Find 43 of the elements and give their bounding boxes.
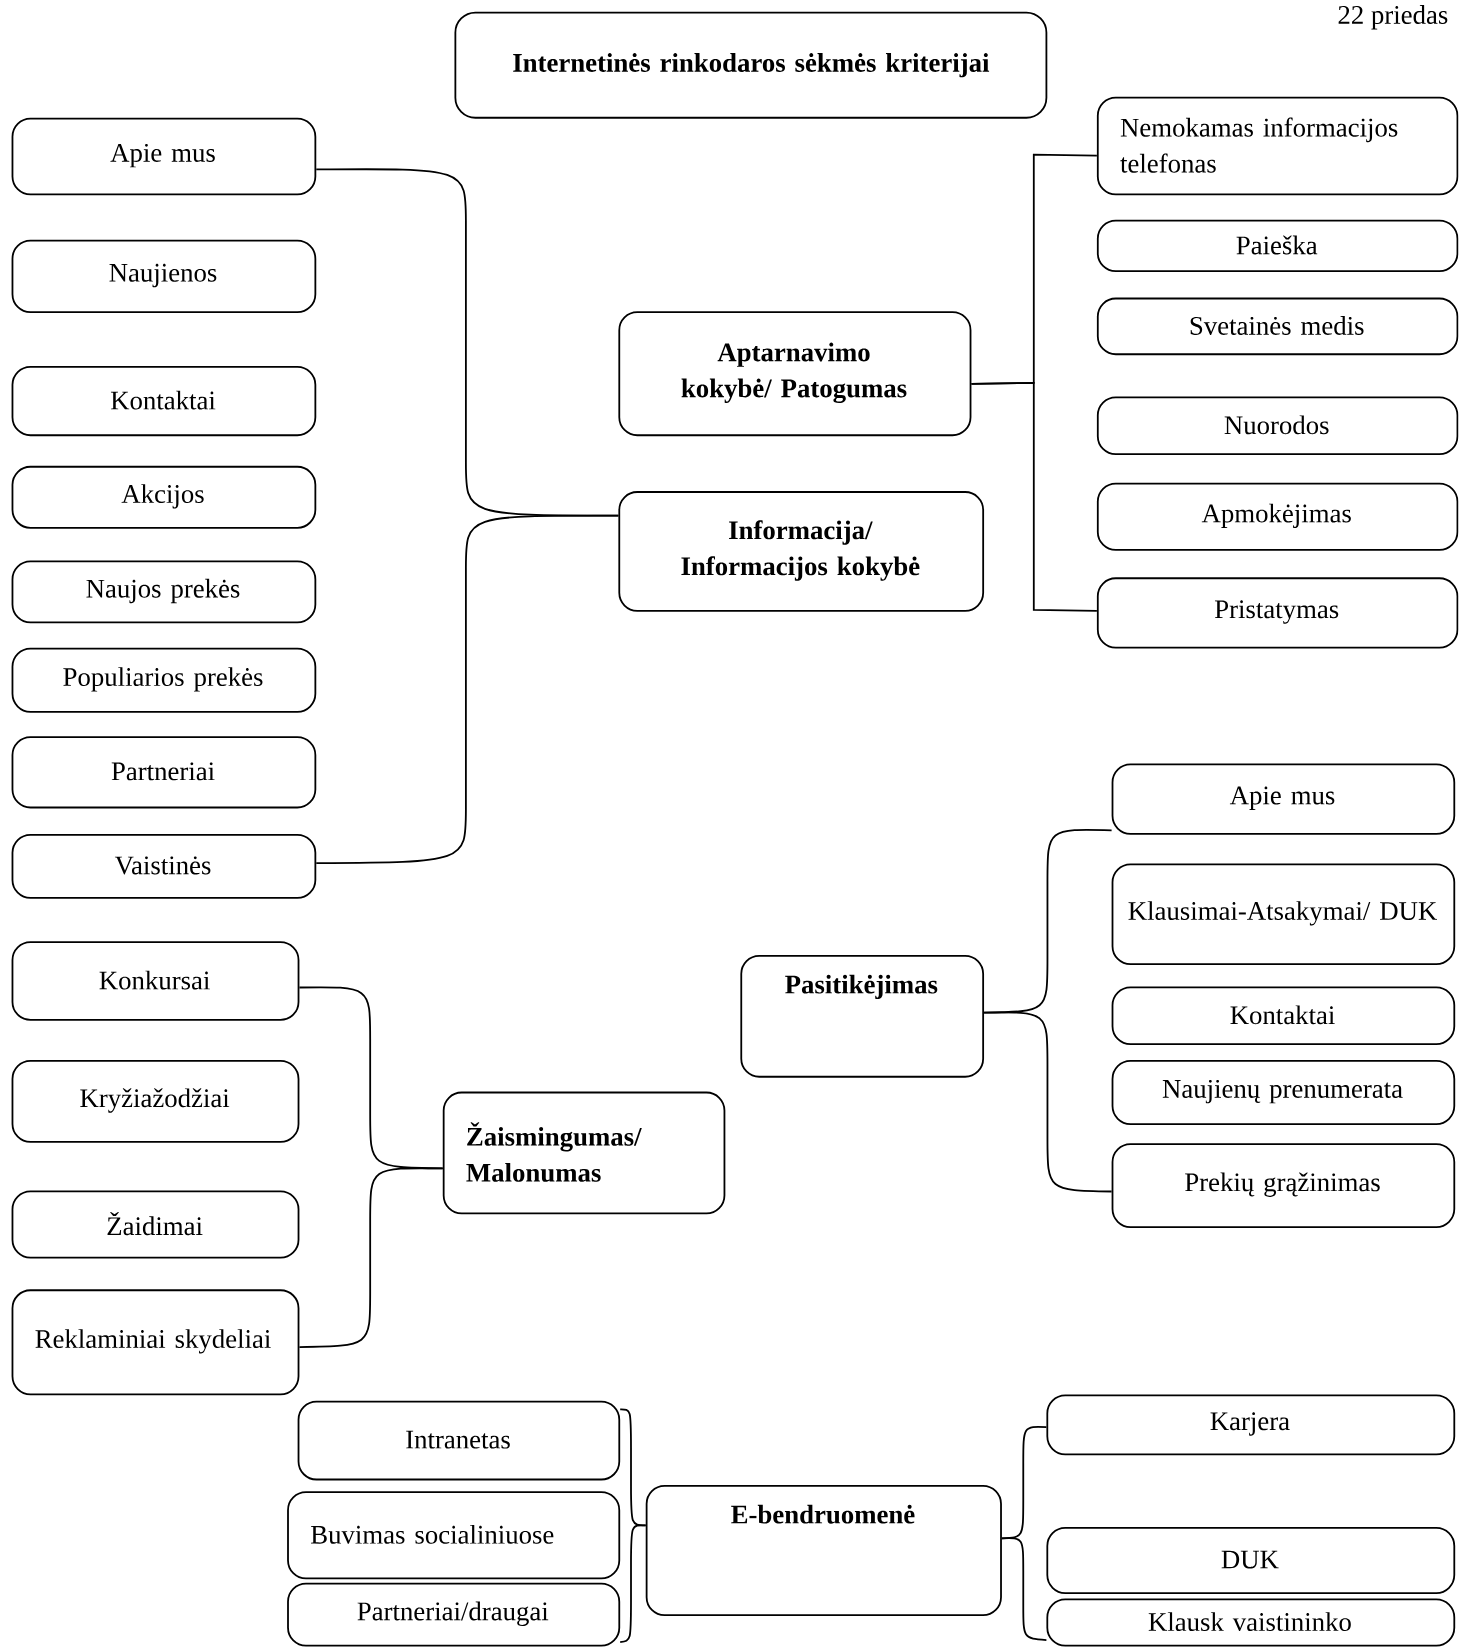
category-box: Aptarnavimo kokybė/ Patogumas [618, 311, 972, 437]
item-box: DUK [1046, 1527, 1456, 1594]
page-note: 22 priedas [1338, 5, 1448, 30]
item-box: Apie mus [11, 117, 317, 196]
item-box: Apmokėjimas [1097, 482, 1459, 551]
item-box: Prekių grąžinimas [1111, 1143, 1456, 1228]
category-box: Žaismingumas/ Malonumas [442, 1091, 726, 1215]
item-box: Karjera [1046, 1394, 1456, 1456]
item-box: Populiarios prekės [11, 647, 317, 713]
item-box: Vaistinės [11, 833, 317, 899]
item-box: Partneriai [11, 736, 317, 809]
item-box: Buvimas socialiniuose [287, 1491, 621, 1580]
item-box: Kontaktai [11, 365, 317, 437]
connector-line [619, 1524, 647, 1644]
category-box: Informacija/ Informacijos kokybė [618, 491, 985, 612]
item-box: Naujienos [11, 239, 317, 314]
item-box: Paieška [1097, 219, 1459, 273]
item-box: Naujienų prenumerata [1111, 1060, 1456, 1125]
item-box: Apie mus [1111, 763, 1456, 835]
connector-line [970, 381, 1098, 612]
item-box: Nuorodos [1097, 396, 1459, 456]
connector-line [298, 1167, 444, 1348]
item-box: Kontaktai [1111, 986, 1456, 1046]
title-box: Internetinės rinkodaros sėkmės kriterijai [454, 11, 1048, 119]
item-box: Klausimai-Atsakymai/ DUK [1111, 863, 1456, 966]
item-box: Kryžiažodžiai [11, 1060, 300, 1143]
category-box: Pasitikėjimas [740, 954, 985, 1078]
connector-line [1001, 1537, 1048, 1641]
item-box: Naujos prekės [11, 560, 317, 624]
category-box: E-bendruomenė [645, 1484, 1003, 1617]
item-box: Reklaminiai skydeliai [11, 1289, 300, 1396]
connector-line [315, 514, 620, 865]
item-box: Žaidimai [11, 1190, 300, 1259]
item-box: Konkursai [11, 941, 300, 1021]
item-box: Nemokamas informacijos telefonas [1097, 96, 1459, 196]
item-box: Intranetas [297, 1400, 621, 1481]
connector-line [983, 1011, 1113, 1193]
item-box: Akcijos [11, 465, 317, 529]
connector-line [619, 1408, 647, 1527]
item-box: Pristatymas [1097, 577, 1459, 649]
item-box: Partneriai/draugai [287, 1582, 621, 1647]
item-box: Klausk vaistininko [1046, 1598, 1456, 1647]
item-box: Svetainės medis [1097, 297, 1459, 356]
